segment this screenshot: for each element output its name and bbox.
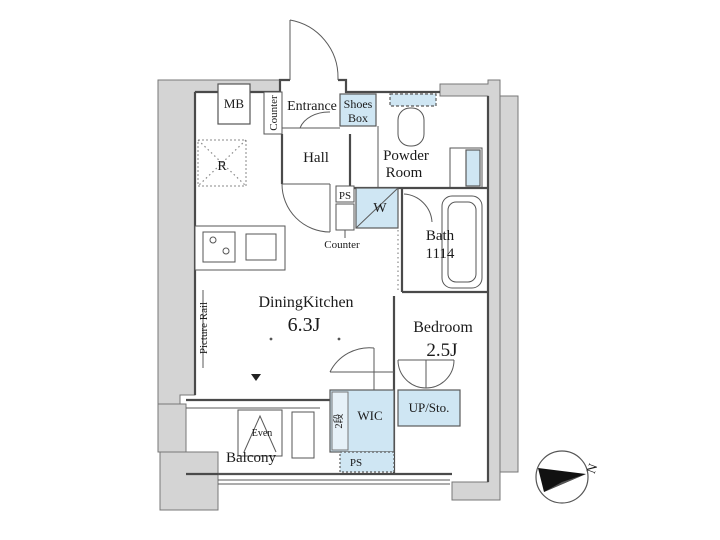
walk-in-closet — [329, 347, 395, 453]
entrance-door — [289, 19, 339, 80]
even-label: Even — [252, 428, 273, 439]
dining-kitchen-size-label: 6.3J — [288, 314, 321, 336]
ceiling-light — [337, 337, 341, 341]
up-storage — [397, 389, 461, 427]
entrance-counter — [263, 91, 283, 135]
refrigerator-label: R — [217, 159, 227, 174]
wic-label: WIC — [357, 408, 382, 423]
shoes-box-label-2: Box — [348, 111, 368, 125]
dining-kitchen-label: DiningKitchen — [258, 294, 353, 311]
bath-size-label: 1114 — [426, 246, 455, 262]
bedroom-size-label: 2.5J — [426, 340, 457, 361]
counter-top-label: Counter — [268, 95, 280, 131]
entrance-label: Entrance — [287, 99, 337, 114]
ps-upper — [335, 185, 355, 203]
ps-lower — [339, 451, 395, 473]
shoes-box-label-1: Shoes — [344, 97, 373, 111]
balcony-label: Balcony — [226, 450, 276, 466]
shoes-box — [339, 93, 377, 127]
counter-mid-box — [335, 203, 355, 231]
washer-label: W — [373, 201, 387, 216]
step-label: 2段 — [332, 414, 345, 429]
meter-box — [217, 83, 251, 125]
refrigerator-space — [197, 139, 247, 187]
structure-gray — [157, 79, 519, 511]
mb-label: MB — [224, 96, 245, 111]
powder-room-label-1: Powder — [383, 148, 429, 164]
kitchen-counter — [194, 225, 286, 271]
counter-mid-label: Counter — [324, 239, 360, 251]
balcony — [186, 407, 450, 485]
picture-rail-label: Picture Rail — [198, 302, 210, 354]
bath — [400, 188, 488, 294]
bath-label: Bath — [426, 228, 455, 244]
hall — [280, 134, 352, 233]
ceiling-light — [269, 337, 273, 341]
hall-label: Hall — [303, 150, 329, 166]
ps-lower-label: PS — [350, 457, 362, 469]
ps-upper-label: PS — [339, 190, 351, 202]
up-sto-label: UP/Sto. — [409, 400, 450, 415]
bedroom-label: Bedroom — [413, 319, 473, 336]
compass-icon — [535, 450, 589, 504]
window-marker — [251, 374, 261, 381]
powder-room-label-2: Room — [386, 165, 423, 181]
powder-room — [350, 93, 488, 190]
